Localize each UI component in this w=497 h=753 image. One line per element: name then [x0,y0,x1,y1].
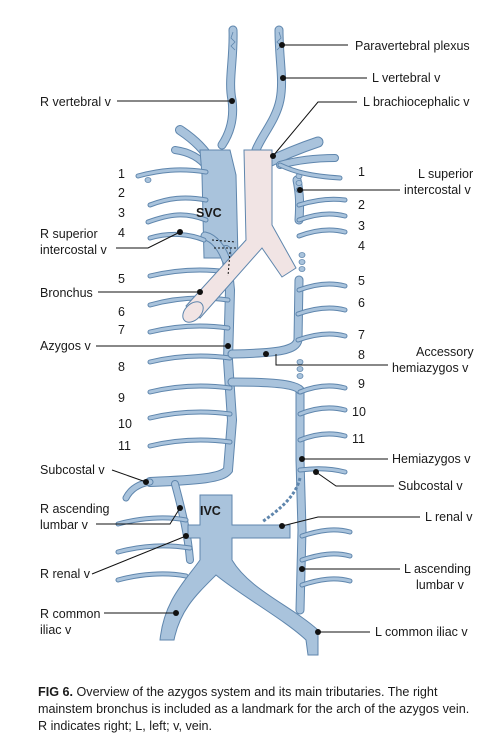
r-vertebral-vein [217,25,238,150]
label-r-common-iliac-2: iliac v [40,623,72,637]
rib-number: 1 [358,165,365,179]
rib-number: 6 [358,296,365,310]
ivc-vessel [159,494,319,656]
rib-number: 5 [358,274,365,288]
label-l-brachiocephalic: L brachiocephalic v [363,95,470,109]
rib-number: 6 [118,305,125,319]
caption-text: Overview of the azygos system and its ma… [38,685,470,733]
rib-number: 8 [118,360,125,374]
rib-number: 8 [358,348,365,362]
label-paravertebral-plexus: Paravertebral plexus [355,39,470,53]
bronchus [182,149,297,323]
label-subcostal-l: Subcostal v [398,479,463,493]
label-r-vertebral: R vertebral v [40,95,112,109]
figure-caption: FIG 6. Overview of the azygos system and… [38,684,478,735]
rib-numbers-right: 1 2 3 4 5 6 7 8 9 10 11 [352,165,366,446]
rib-number: 9 [358,377,365,391]
rib-number: 2 [118,186,125,200]
figure-number: FIG 6. [38,685,73,699]
rib-number: 10 [118,417,132,431]
rib-number: 10 [352,405,366,419]
label-accessory-hemiazygos-2: hemiazygos v [392,361,469,375]
rib-number: 3 [118,206,125,220]
rib-number: 4 [118,226,125,240]
rib-numbers-left: 1 2 3 4 5 6 7 8 9 10 11 [118,167,132,453]
label-azygos: Azygos v [40,339,91,353]
right-intercostal-veins [115,167,233,583]
label-r-common-iliac-1: R common [40,607,100,621]
rib-number: 2 [358,198,365,212]
label-svc: SVC [196,206,222,220]
left-intercostal-veins [277,162,353,588]
label-r-superior-intercostal-1: R superior [40,227,98,241]
label-l-superior-intercostal-1: L superior [418,167,473,181]
label-l-superior-intercostal-2: intercostal v [404,183,471,197]
rib-number: 5 [118,272,125,286]
label-r-superior-intercostal-2: intercostal v [40,243,107,257]
leader-lines [91,42,420,635]
label-r-ascending-lumbar-2: lumbar v [40,518,89,532]
rib-number: 7 [358,328,365,342]
label-l-ascending-lumbar-1: L ascending [404,562,471,576]
label-r-ascending-lumbar-1: R ascending [40,502,110,516]
rib-number: 3 [358,219,365,233]
vein-network [115,25,353,656]
label-l-vertebral: L vertebral v [372,71,441,85]
rib-number: 11 [352,432,365,446]
rib-number: 7 [118,323,125,337]
label-subcostal-r: Subcostal v [40,463,105,477]
rib-number: 9 [118,391,125,405]
label-r-renal: R renal v [40,567,91,581]
rib-number: 4 [358,239,365,253]
l-vertebral-vein [251,25,287,155]
label-l-ascending-lumbar-2: lumbar v [416,578,465,592]
label-hemiazygos: Hemiazygos v [392,452,471,466]
label-l-common-iliac: L common iliac v [375,625,468,639]
rib-number: 1 [118,167,125,181]
label-l-renal: L renal v [425,510,473,524]
label-accessory-hemiazygos-1: Accessory [416,345,474,359]
label-ivc: IVC [200,504,221,518]
rib-number: 11 [118,439,131,453]
labels: Paravertebral plexus L vertebral v R ver… [40,39,474,639]
label-bronchus: Bronchus [40,286,93,300]
